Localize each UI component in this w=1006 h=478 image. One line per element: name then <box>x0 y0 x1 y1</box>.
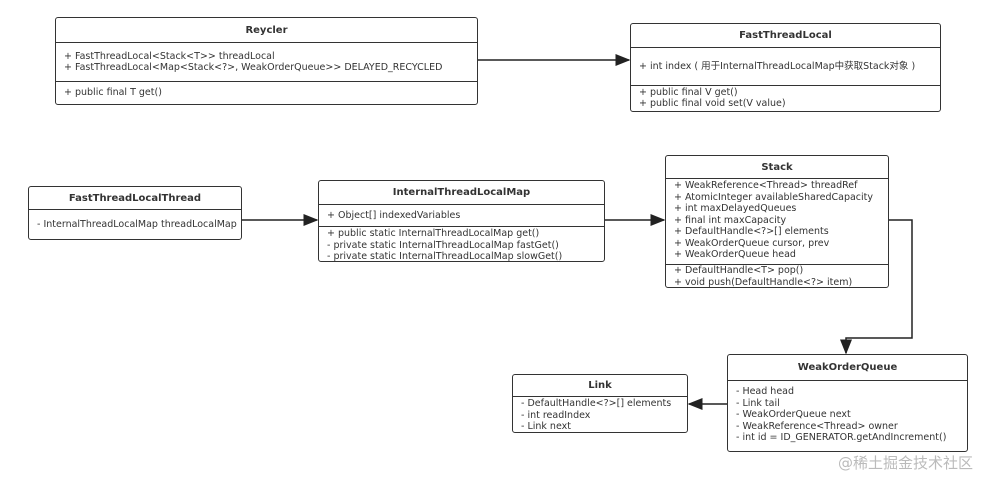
attribute: + int maxDelayedQueues <box>674 203 797 214</box>
class-fastthreadlocal: FastThreadLocal + int index ( 用于Internal… <box>630 23 941 112</box>
attribute: + Object[] indexedVariables <box>327 209 461 221</box>
attribute: + FastThreadLocal<Map<Stack<?>, WeakOrde… <box>64 62 443 73</box>
attribute: - Head head <box>736 386 795 397</box>
attribute: - int id = ID_GENERATOR.getAndIncrement(… <box>736 432 947 443</box>
class-name: Link <box>513 375 687 397</box>
method: + public final T get() <box>64 87 162 99</box>
method: + void push(DefaultHandle<?> item) <box>674 276 853 288</box>
attribute: + int index ( 用于InternalThreadLocalMap中获… <box>639 60 916 72</box>
method: + public final void set(V value) <box>639 98 786 109</box>
class-name: Reycler <box>56 18 477 43</box>
class-name: Stack <box>666 156 888 179</box>
arrow-stack-to-weakorderqueue <box>840 219 913 355</box>
class-recycler: Reycler + FastThreadLocal<Stack<T>> thre… <box>55 17 478 105</box>
attribute: + AtomicInteger availableSharedCapacity <box>674 191 873 203</box>
class-internalthreadlocalmap: InternalThreadLocalMap + Object[] indexe… <box>318 180 605 262</box>
attributes: - InternalThreadLocalMap threadLocalMap <box>29 210 241 239</box>
attribute: + DefaultHandle<?>[] elements <box>674 226 829 237</box>
attribute: + FastThreadLocal<Stack<T>> threadLocal <box>64 50 275 62</box>
attribute: - Link tail <box>736 397 780 409</box>
attributes: - Head head - Link tail - WeakOrderQueue… <box>728 381 967 446</box>
attribute: + WeakOrderQueue cursor, prev <box>674 237 830 249</box>
attribute: - DefaultHandle<?>[] elements <box>521 398 672 409</box>
attributes: + int index ( 用于InternalThreadLocalMap中获… <box>631 48 940 86</box>
attributes: - DefaultHandle<?>[] elements - int read… <box>513 397 687 435</box>
attribute: - InternalThreadLocalMap threadLocalMap <box>37 218 237 230</box>
class-name: InternalThreadLocalMap <box>319 181 604 205</box>
attribute: - WeakReference<Thread> owner <box>736 420 898 432</box>
method: + public static InternalThreadLocalMap g… <box>327 228 540 239</box>
method: - private static InternalThreadLocalMap … <box>327 251 563 262</box>
attribute: + WeakOrderQueue head <box>674 249 796 260</box>
watermark: @稀土掘金技术社区 <box>838 454 974 472</box>
attributes: + FastThreadLocal<Stack<T>> threadLocal … <box>56 43 477 82</box>
class-link: Link - DefaultHandle<?>[] elements - int… <box>512 374 688 433</box>
attribute: - Link next <box>521 421 571 432</box>
class-name: FastThreadLocal <box>631 24 940 48</box>
attribute: + WeakReference<Thread> threadRef <box>674 180 858 191</box>
methods: + DefaultHandle<T> pop() + void push(Def… <box>666 265 888 290</box>
class-name: FastThreadLocalThread <box>29 187 241 210</box>
methods: + public static InternalThreadLocalMap g… <box>319 227 604 265</box>
class-name: WeakOrderQueue <box>728 355 967 381</box>
methods: + public final V get() + public final vo… <box>631 86 940 110</box>
attribute: - WeakOrderQueue next <box>736 409 851 420</box>
class-stack: Stack + WeakReference<Thread> threadRef … <box>665 155 889 288</box>
class-fastthreadlocalthread: FastThreadLocalThread - InternalThreadLo… <box>28 186 242 240</box>
class-weakorderqueue: WeakOrderQueue - Head head - Link tail -… <box>727 354 968 452</box>
attribute: - int readIndex <box>521 409 591 421</box>
attribute: + final int maxCapacity <box>674 214 787 226</box>
methods: + public final T get() <box>56 82 477 104</box>
attributes: + WeakReference<Thread> threadRef + Atom… <box>666 179 888 265</box>
method: + public final V get() <box>639 86 738 98</box>
method: + DefaultHandle<T> pop() <box>674 265 804 276</box>
attributes: + Object[] indexedVariables <box>319 205 604 227</box>
method: - private static InternalThreadLocalMap … <box>327 239 559 251</box>
